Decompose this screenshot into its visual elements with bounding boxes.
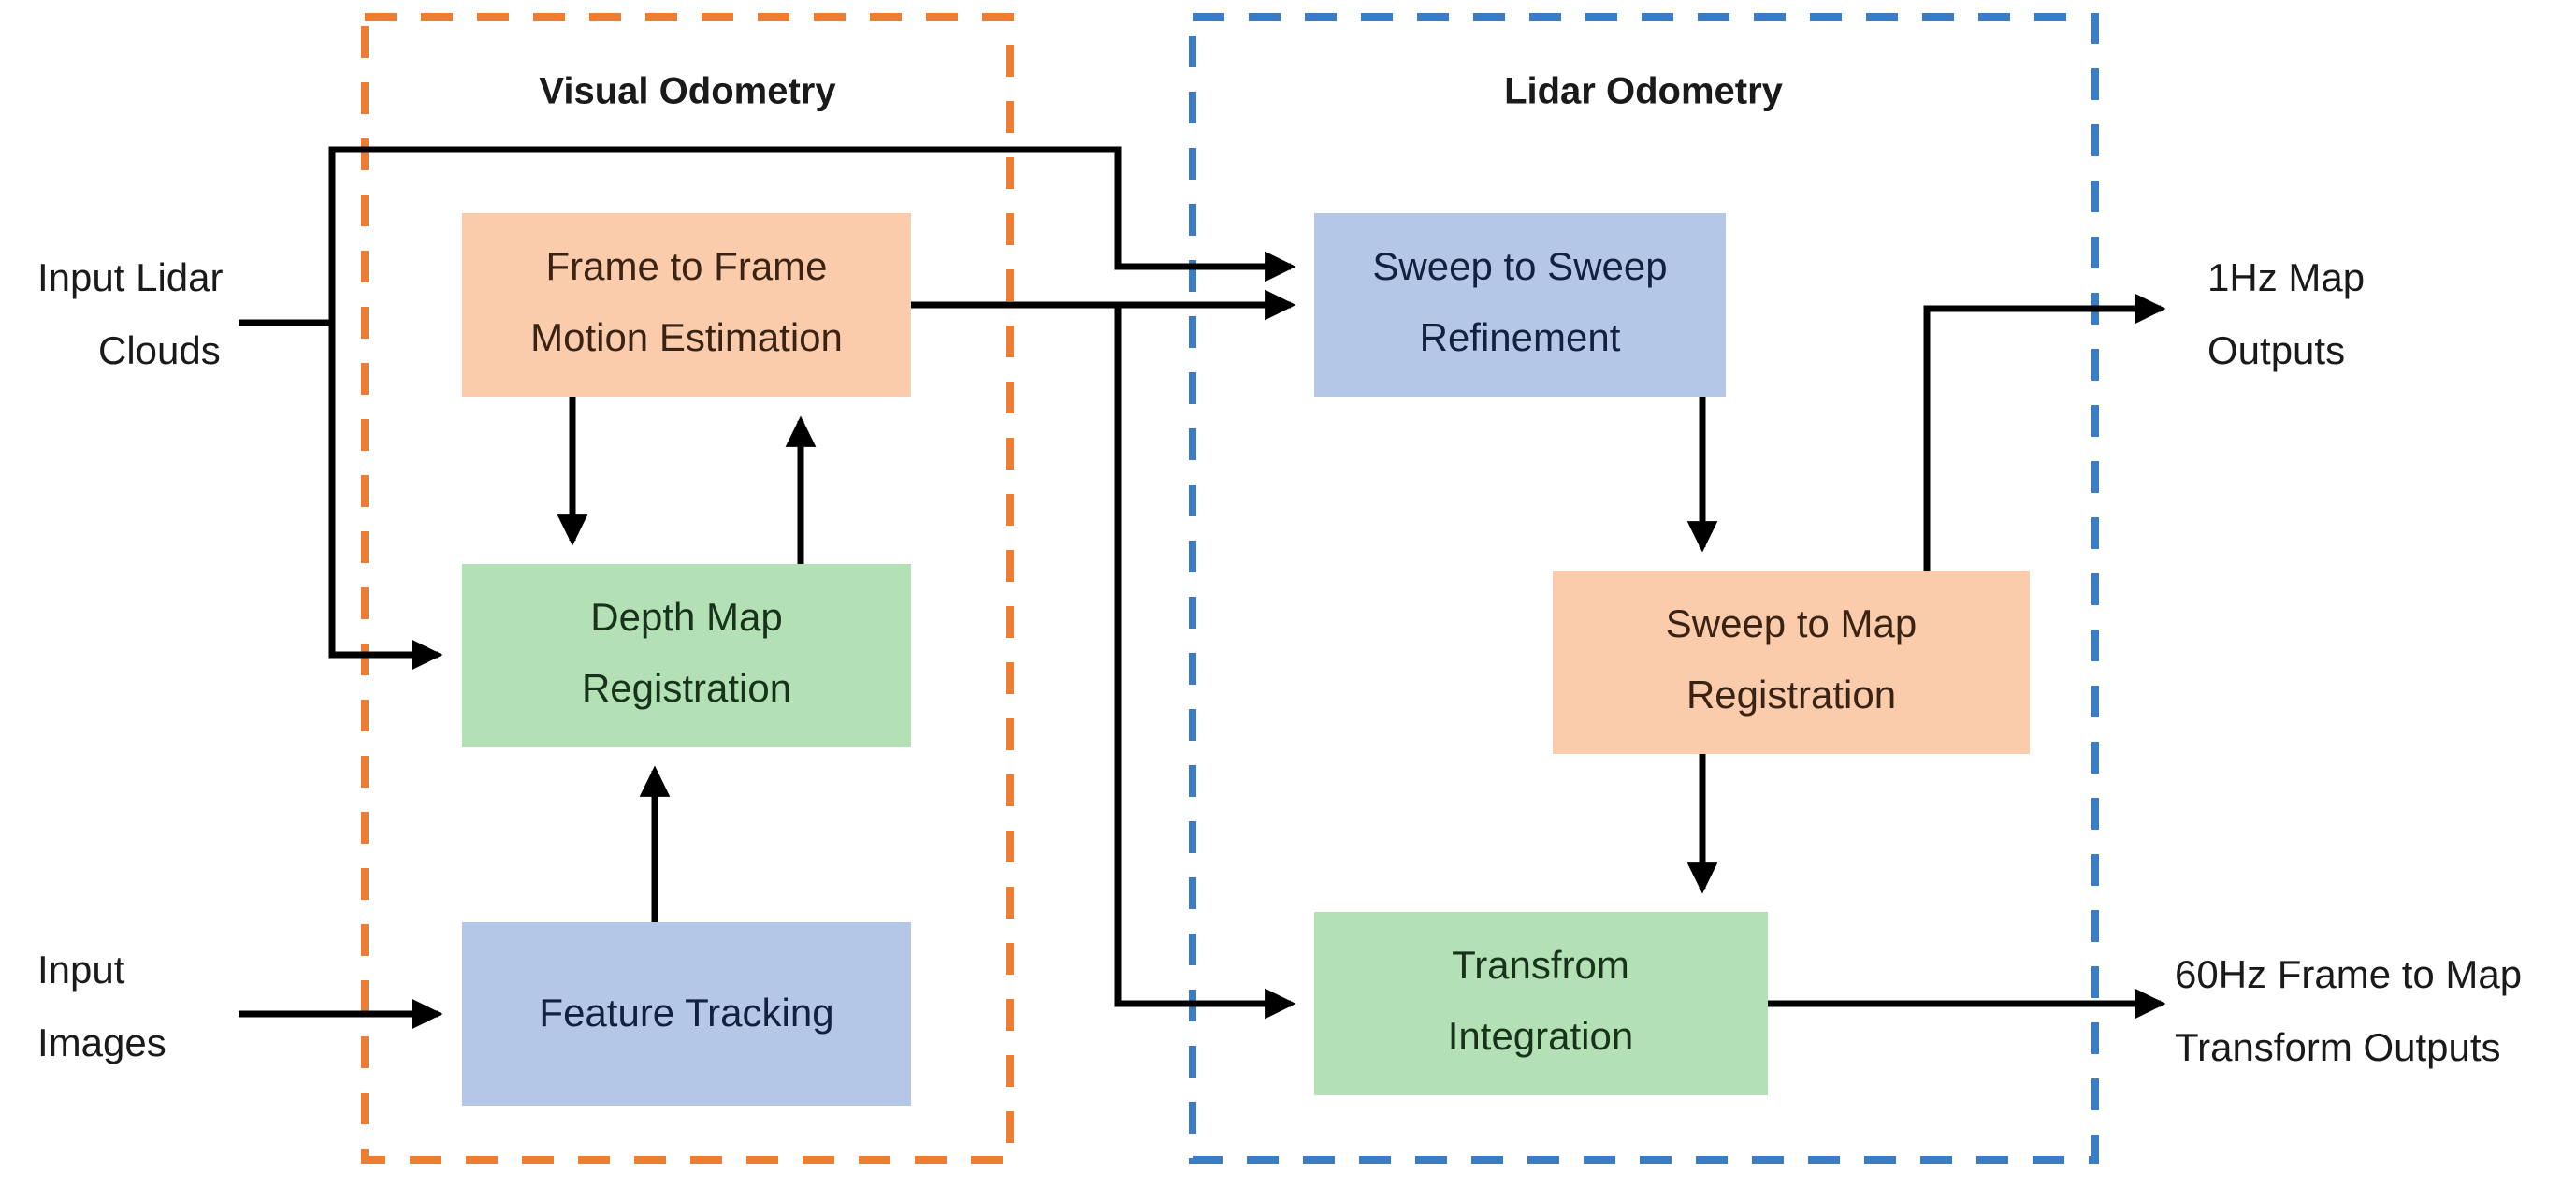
process-box-sweep-to-map-registration[interactable]: Sweep to Map Registration bbox=[1553, 571, 2030, 754]
connector-sweep-map-to-map-outputs bbox=[1923, 293, 2166, 571]
connector-lidar-trunk-to-sweep-refinement bbox=[239, 146, 1296, 326]
io-label-map-outputs: 1Hz Map Outputs bbox=[2207, 255, 2365, 372]
connector-frame-to-frame-down-to-transform-integration bbox=[1114, 305, 1296, 1020]
process-box-transfrom-integration[interactable]: Transfrom Integration bbox=[1314, 912, 1768, 1095]
group-containers bbox=[361, 13, 2099, 1164]
box-label-sweep-map-line1: Sweep to Map bbox=[1666, 601, 1918, 645]
io-label-input-images-line1: Input bbox=[37, 948, 125, 992]
io-label-input-lidar-clouds: Input Lidar Clouds bbox=[37, 255, 223, 372]
box-label-sweep-refinement-line1: Sweep to Sweep bbox=[1372, 244, 1667, 288]
io-label-input-images: Input Images bbox=[37, 948, 166, 1064]
io-label-transform-outputs-line1: 60Hz Frame to Map bbox=[2175, 952, 2522, 996]
io-label-input-lidar-clouds-line1: Input Lidar bbox=[37, 255, 223, 299]
box-label-frame-to-frame-line1: Frame to Frame bbox=[545, 244, 827, 288]
connector-layer bbox=[239, 146, 2166, 1030]
box-label-depth-map-line2: Registration bbox=[582, 666, 791, 710]
box-shape-feature-tracking bbox=[462, 922, 911, 1106]
io-label-input-lidar-clouds-line2: Clouds bbox=[98, 328, 221, 372]
box-label-transfrom-integration-line1: Transfrom bbox=[1452, 943, 1629, 987]
process-box-depth-map-registration[interactable]: Depth Map Registration bbox=[462, 564, 911, 747]
box-label-feature-tracking-line1: Feature Tracking bbox=[539, 991, 833, 1035]
group-title-lidar-odometry: Lidar Odometry bbox=[1504, 71, 1784, 112]
connector-lidar-trunk-to-depth-map bbox=[328, 323, 443, 671]
group-box-lidar-odometry bbox=[1189, 13, 2099, 1164]
process-box-sweep-to-sweep-refinement[interactable]: Sweep to Sweep Refinement bbox=[1314, 213, 1726, 397]
process-box-frame-to-frame-motion-estimation[interactable]: Frame to Frame Motion Estimation bbox=[462, 213, 911, 397]
process-box-feature-tracking[interactable]: Feature Tracking bbox=[462, 922, 911, 1106]
group-box-visual-odometry bbox=[361, 13, 1014, 1164]
group-title-visual-odometry: Visual Odometry bbox=[539, 71, 836, 112]
io-label-input-images-line2: Images bbox=[37, 1021, 166, 1064]
io-label-transform-outputs-line2: Transform Outputs bbox=[2175, 1025, 2501, 1069]
io-label-transform-outputs: 60Hz Frame to Map Transform Outputs bbox=[2175, 952, 2522, 1069]
box-shape-sweep-to-sweep-refinement bbox=[1314, 213, 1726, 397]
box-label-frame-to-frame-line2: Motion Estimation bbox=[530, 315, 843, 359]
box-shape-frame-to-frame bbox=[462, 213, 911, 397]
box-label-sweep-refinement-line2: Refinement bbox=[1420, 315, 1621, 359]
box-label-transfrom-integration-line2: Integration bbox=[1448, 1014, 1633, 1058]
box-shape-depth-map-registration bbox=[462, 564, 911, 747]
box-label-depth-map-line1: Depth Map bbox=[590, 595, 782, 639]
box-label-sweep-map-line2: Registration bbox=[1686, 673, 1896, 717]
io-label-map-outputs-line1: 1Hz Map bbox=[2207, 255, 2365, 299]
io-label-map-outputs-line2: Outputs bbox=[2207, 328, 2345, 372]
box-shape-sweep-to-map-registration bbox=[1553, 571, 2030, 754]
box-shape-transfrom-integration bbox=[1314, 912, 1768, 1095]
